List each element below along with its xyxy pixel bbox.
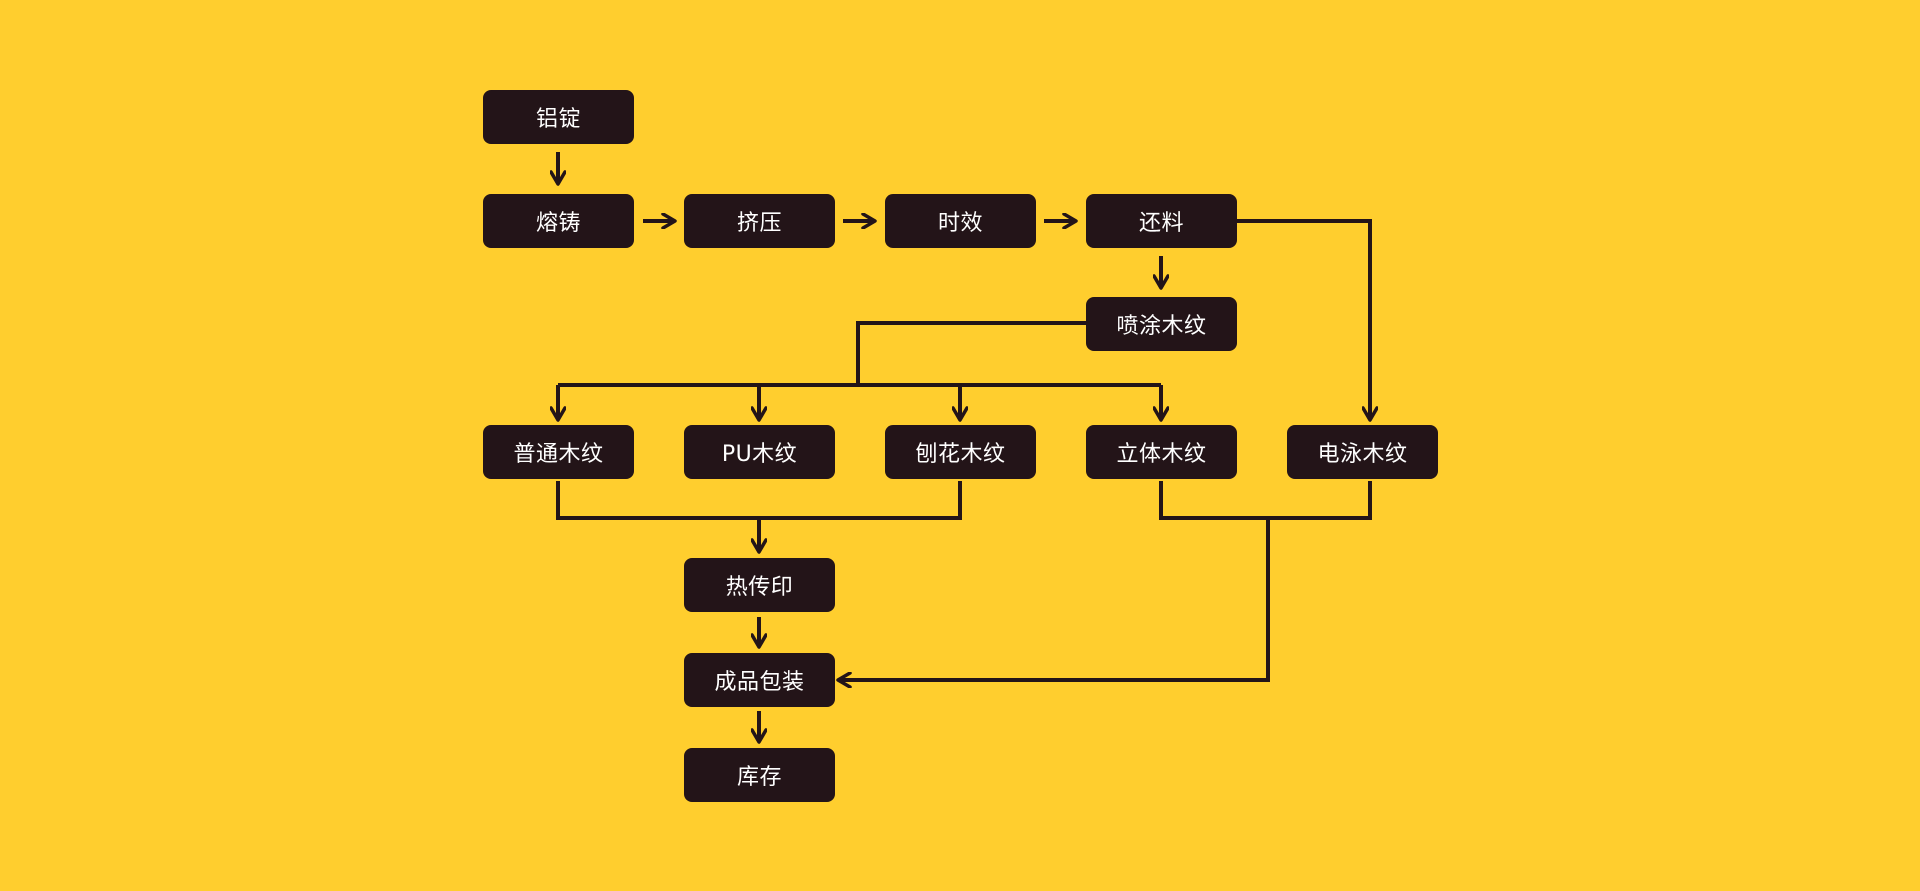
- node-pu-woodgrain: PU木纹: [684, 425, 835, 479]
- node-inventory: 库存: [684, 748, 835, 802]
- node-label: 热传印: [725, 575, 794, 600]
- node-label: 立体木纹: [1116, 442, 1207, 467]
- node-planed-woodgrain: 刨花木纹: [885, 425, 1036, 479]
- node-spray-woodgrain: 喷涂木纹: [1086, 297, 1237, 351]
- arrow-to-packaging: [838, 518, 1270, 680]
- merge-3d-electro: [1159, 481, 1372, 520]
- node-label: 喷涂木纹: [1116, 314, 1207, 339]
- node-returned-material: 还料: [1086, 194, 1237, 248]
- node-label: 电泳木纹: [1317, 442, 1408, 467]
- node-electrophoresis-woodgrain: 电泳木纹: [1287, 425, 1438, 479]
- node-aging: 时效: [885, 194, 1036, 248]
- node-casting: 熔铸: [483, 194, 634, 248]
- node-3d-woodgrain: 立体木纹: [1086, 425, 1237, 479]
- branch-spray-left: [856, 321, 1086, 385]
- node-label: 挤压: [736, 211, 782, 236]
- node-label: 库存: [736, 765, 782, 790]
- node-label: 铝锭: [535, 107, 581, 132]
- node-label: 成品包装: [714, 670, 805, 695]
- node-label: PU木纹: [721, 442, 798, 467]
- node-label: 还料: [1138, 211, 1184, 236]
- node-heat-transfer: 热传印: [684, 558, 835, 612]
- node-label: 刨花木纹: [915, 442, 1006, 467]
- node-ordinary-woodgrain: 普通木纹: [483, 425, 634, 479]
- arrow-returned-to-electro: [1236, 219, 1370, 420]
- node-label: 普通木纹: [513, 442, 604, 467]
- node-finished-packaging: 成品包装: [684, 653, 835, 707]
- node-label: 熔铸: [535, 211, 581, 236]
- merge-ordinary-planed: [556, 481, 962, 520]
- node-aluminum-ingot: 铝锭: [483, 90, 634, 144]
- node-label: 时效: [937, 211, 983, 236]
- node-extrusion: 挤压: [684, 194, 835, 248]
